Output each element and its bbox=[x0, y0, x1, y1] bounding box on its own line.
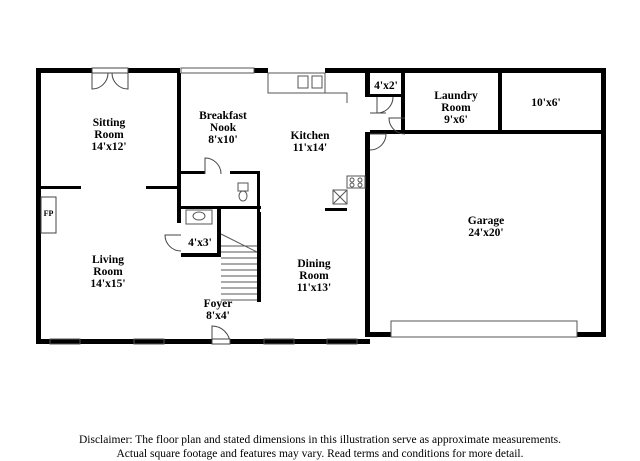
dining-room-name2: Room bbox=[299, 270, 329, 282]
door-swings bbox=[164, 96, 406, 345]
breakfast-nook-name2: Nook bbox=[209, 122, 237, 134]
foyer-size: 8'x4' bbox=[206, 310, 230, 322]
foyer-label: Foyer 8'x4' bbox=[196, 298, 240, 322]
sitting-room-label: Sitting Room 14'x12' bbox=[84, 117, 134, 153]
stairs bbox=[220, 233, 258, 301]
breakfast-nook-size: 8'x10' bbox=[208, 134, 238, 146]
disclaimer: Disclaimer: The floor plan and stated di… bbox=[0, 433, 640, 461]
laundry-room-label: Laundry Room 9'x6' bbox=[424, 90, 488, 126]
storage-label: 10'x6' bbox=[518, 97, 574, 109]
fireplace bbox=[40, 196, 57, 234]
kitchen-size: 11'x14' bbox=[292, 142, 328, 154]
exterior-walls bbox=[36, 68, 606, 344]
garage-name: Garage bbox=[467, 215, 505, 227]
windows bbox=[49, 67, 578, 345]
living-room-name: Living bbox=[92, 254, 124, 266]
disclaimer-line-1: Disclaimer: The floor plan and stated di… bbox=[78, 434, 562, 446]
french-door bbox=[91, 67, 129, 90]
closet-mid-size: 4'x3' bbox=[188, 237, 212, 249]
breakfast-nook-name: Breakfast bbox=[199, 110, 247, 122]
kitchen-label: Kitchen 11'x14' bbox=[280, 130, 340, 154]
closet-top-size: 4'x2' bbox=[374, 80, 398, 92]
kitchen-name: Kitchen bbox=[290, 130, 330, 142]
fireplace-text: FP bbox=[43, 209, 54, 218]
living-room-name2: Room bbox=[93, 266, 123, 278]
living-room-size: 14'x15' bbox=[90, 278, 126, 290]
bath-fixtures bbox=[185, 182, 249, 225]
sitting-room-size: 14'x12' bbox=[91, 141, 127, 153]
living-room-label: Living Room 14'x15' bbox=[82, 254, 134, 290]
laundry-room-size: 9'x6' bbox=[444, 114, 468, 126]
interior-walls bbox=[41, 73, 606, 337]
sitting-room-name: Sitting bbox=[92, 117, 126, 129]
fireplace-label: FP bbox=[41, 208, 56, 220]
foyer-name: Foyer bbox=[203, 298, 233, 310]
disclaimer-line-2: Actual square footage and features may v… bbox=[116, 448, 524, 460]
garage-size: 24'x20' bbox=[468, 227, 504, 239]
dining-room-size: 11'x13' bbox=[296, 282, 332, 294]
storage-size: 10'x6' bbox=[531, 97, 561, 109]
laundry-room-name: Laundry bbox=[434, 90, 478, 102]
garage-label: Garage 24'x20' bbox=[456, 215, 516, 239]
closet-top-label: 4'x2' bbox=[368, 80, 404, 92]
dining-room-name: Dining bbox=[297, 258, 331, 270]
breakfast-nook-label: Breakfast Nook 8'x10' bbox=[191, 110, 255, 146]
sitting-room-name2: Room bbox=[94, 129, 124, 141]
closet-mid-label: 4'x3' bbox=[183, 237, 217, 249]
laundry-room-name2: Room bbox=[441, 102, 471, 114]
kitchen-counter bbox=[267, 72, 366, 205]
dining-room-label: Dining Room 11'x13' bbox=[286, 258, 342, 294]
